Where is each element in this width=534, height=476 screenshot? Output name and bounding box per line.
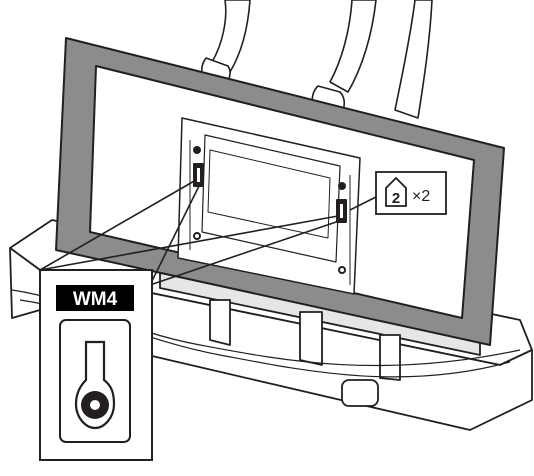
tv-set xyxy=(55,37,505,346)
part-badge: 2 ×2 xyxy=(375,171,447,215)
part-quantity: ×2 xyxy=(412,188,430,205)
wall-mount-bracket-icon xyxy=(59,319,131,443)
wm4-label-bg xyxy=(56,285,134,311)
part-number: 2 xyxy=(392,190,400,207)
wm4-label: WM4 xyxy=(73,289,118,310)
callout-lines xyxy=(39,179,379,286)
wm4-callout: WM4 xyxy=(39,269,153,461)
part-number-box-icon xyxy=(385,176,407,207)
